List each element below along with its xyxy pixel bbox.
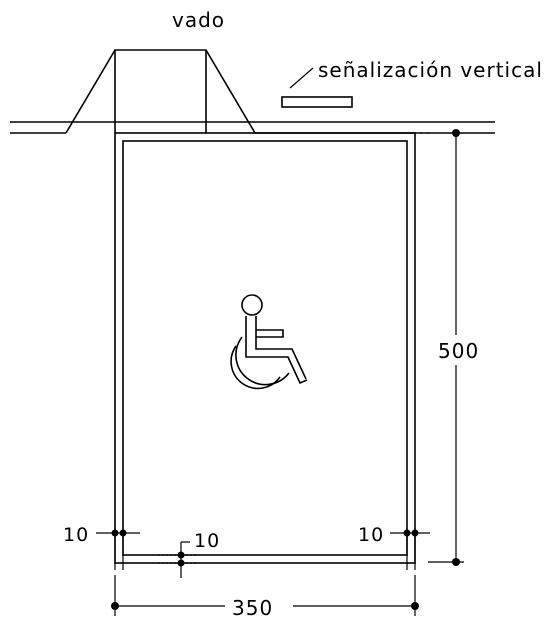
parking-space-inner xyxy=(122,140,408,556)
dimension-margin-bottom xyxy=(158,541,196,578)
ramp-label: vado xyxy=(172,8,225,32)
dimension-width-label: 350 xyxy=(232,596,273,620)
sign-label: señalización vertical xyxy=(318,58,543,82)
dimension-margin-left xyxy=(96,528,140,570)
dimension-margin-bottom-label: 10 xyxy=(194,530,220,552)
sign-leader-line xyxy=(289,67,314,89)
dimension-margin-right xyxy=(390,528,430,570)
dimension-margin-right-label: 10 xyxy=(358,524,384,546)
ramp-vado xyxy=(65,49,256,134)
parking-space-outer xyxy=(114,132,416,564)
dimension-margin-left-label: 10 xyxy=(63,524,89,546)
dimension-length xyxy=(420,129,478,566)
parking-space xyxy=(114,132,416,564)
vertical-sign xyxy=(281,96,353,108)
wheelchair-accessibility-icon xyxy=(230,294,308,390)
dimension-length-label: 500 xyxy=(438,339,479,363)
dimension-width xyxy=(111,575,419,618)
